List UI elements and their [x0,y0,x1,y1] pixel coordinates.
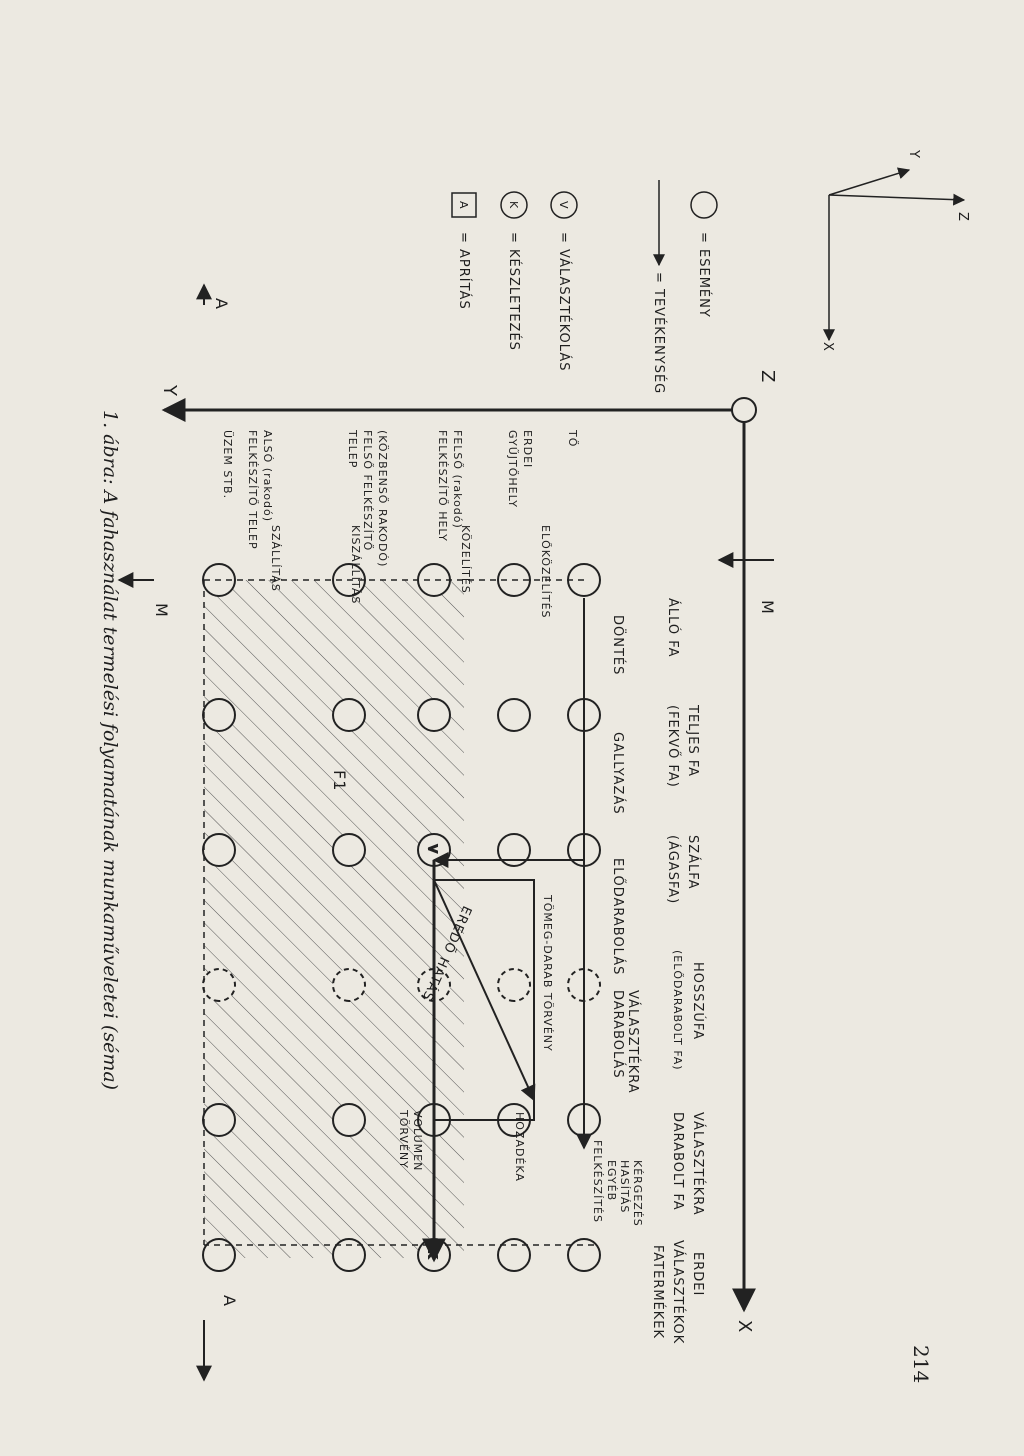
transport-skidding: KÖZELÍTÉS [459,525,472,594]
location-lower-preparation-yard: FELKÉSZÍTŐ TELEP [246,430,260,550]
location-collection-point: GYŰJTŐHELY [506,430,520,508]
event-assortment-cut-wood: DARABOLT FA [670,1112,685,1211]
event-assortments: VÁLASZTÉKOK [670,1240,686,1344]
m-label-bottom: M [152,603,171,618]
yield-label: HOZADÉKA [513,1112,526,1182]
location-lower-landing: ALSÓ (rakodó) [261,430,274,522]
law-label: TÖRVÉNY [397,1109,410,1169]
axis-x-label: X [734,1320,755,1333]
event-node [202,833,236,867]
event-node [497,968,531,1002]
legend-manufacturing-symbol [500,191,528,219]
legend-sorting-symbol-label: V [557,201,570,209]
transport-labels: ELŐKÖZELÍTÉS KÖZELÍTÉS KISZÁLLÍTÁS SZÁLL… [269,525,553,619]
location-upper-preparation: FELKÉSZÍTŐ HELY [436,430,450,542]
mass-law-label: TÖMEG-DARAB TÖRVÉNY [541,894,554,1052]
location-upper-landing: FELSŐ (rakodó) [451,430,465,529]
event-labels: ÁLLÓ FA TELJES FA (FEKVŐ FA) SZÁLFA (ÁGA… [650,598,706,1344]
event-standing-tree: ÁLLÓ FA [665,598,681,657]
event-node [497,698,531,732]
location-plant-etc: ÜZEM STB. [221,430,234,499]
event-precut-wood: (ELŐDARABOLT FA) [671,950,685,1071]
legend: = ESEMÉNY = TEVÉKENYSÉG V = VÁLASZTÉKOLÁ… [451,180,718,394]
legend-event-symbol [690,191,718,219]
legend-sorting: = VÁLASZTÉKOLÁS [556,232,572,371]
event-wood-products: FATERMÉKEK [650,1245,666,1339]
activity-assortment: VÁLASZTÉKRA [625,990,641,1094]
event-node [417,698,451,732]
event-node [332,698,366,732]
a-label-left: A [212,298,231,310]
activity-other: EGYÉB [605,1160,618,1201]
axis-triad-x-label: X [820,342,835,352]
legend-manufacturing-symbol-label: K [507,201,520,209]
event-long-wood: HOSSZÚFA [690,962,706,1040]
event-lying-tree: (FEKVŐ FA) [665,705,681,788]
event-node [332,1103,366,1137]
event-node [202,968,236,1002]
location-yard: TELEP [346,429,359,468]
legend-activity: = TEVÉKENYSÉG [651,272,667,394]
activity-preparation: FELKÉSZÍTÉS [591,1140,604,1223]
event-node [332,833,366,867]
hatched-region [204,580,464,1258]
activity-precutting: ELŐDARABOLÁS [610,858,626,975]
dashed-guides [203,579,594,1246]
legend-chipping: = APRÍTÁS [456,232,472,310]
activity-cutting: DARABOLÁS [610,990,626,1079]
legend-sorting-symbol [550,191,578,219]
event-node [202,1238,236,1272]
axis-y-label: Y [159,384,180,397]
event-node [202,698,236,732]
location-stump: TŐ [566,429,580,447]
location-upper-preparation-yard: FELSŐ FELKÉSZÍTŐ [361,430,375,551]
event-node [417,563,451,597]
location-intermediate-landing: (KÖZBENSŐ RAKODÓ) [376,430,390,567]
axis-triad-z-label: Z [955,212,970,222]
transport-transport: SZÁLLÍTÁS [269,525,282,592]
figure-caption: 1. ábra: A fahasználat termelési folyama… [99,410,121,1090]
event-node [332,1238,366,1272]
legend-manufacturing: = KÉSZLETEZÉS [506,232,522,351]
a-label-right: A [220,1295,239,1307]
transport-preskidding: ELŐKÖZELÍTÉS [539,525,553,619]
axis-triad-y-label: Y [906,149,921,159]
activity-debarking: KÉRGEZÉS [631,1160,644,1227]
page-number: 214 [909,1345,933,1383]
m-label-top: M [758,600,777,615]
location-forest: ERDEI [521,430,534,468]
event-node [202,1103,236,1137]
axis-triad [823,167,966,342]
law-box [433,879,535,1121]
event-node [332,968,366,1002]
event-forest: ERDEI [690,1252,705,1296]
axis-z-label: Z [757,370,778,383]
event-node [497,833,531,867]
legend-chipping-symbol-label: A [457,201,470,209]
location-labels: TŐ ERDEI GYŰJTŐHELY FELSŐ (rakodó) FELKÉ… [221,429,580,567]
sorting-node-label: V [426,845,439,853]
volume-label: VOLUMEN [411,1110,424,1171]
activity-splitting: HASÍTÁS [618,1160,631,1213]
activity-labels: DÖNTÉS GALLYAZÁS ELŐDARABOLÁS VÁLASZTÉKR… [591,615,644,1227]
event-branched-stem: (ÁGASFA) [665,835,681,904]
event-node [497,1238,531,1272]
origin-node [731,397,757,423]
event-assortment-cut: VÁLASZTÉKRA [690,1112,706,1216]
transport-hauling-out: KISZÁLLÍTÁS [349,525,362,604]
activity-limbing: GALLYAZÁS [610,732,626,815]
event-node [567,1238,601,1272]
resultant-effect-arrow [433,879,536,1102]
event-stem: SZÁLFA [685,835,701,889]
activity-felling: DÖNTÉS [610,615,627,675]
event-whole-tree: TELJES FA [685,704,700,777]
legend-event: = ESEMÉNY [696,232,712,318]
f1-label: F1 [330,770,349,791]
legend-chipping-symbol [451,192,477,218]
